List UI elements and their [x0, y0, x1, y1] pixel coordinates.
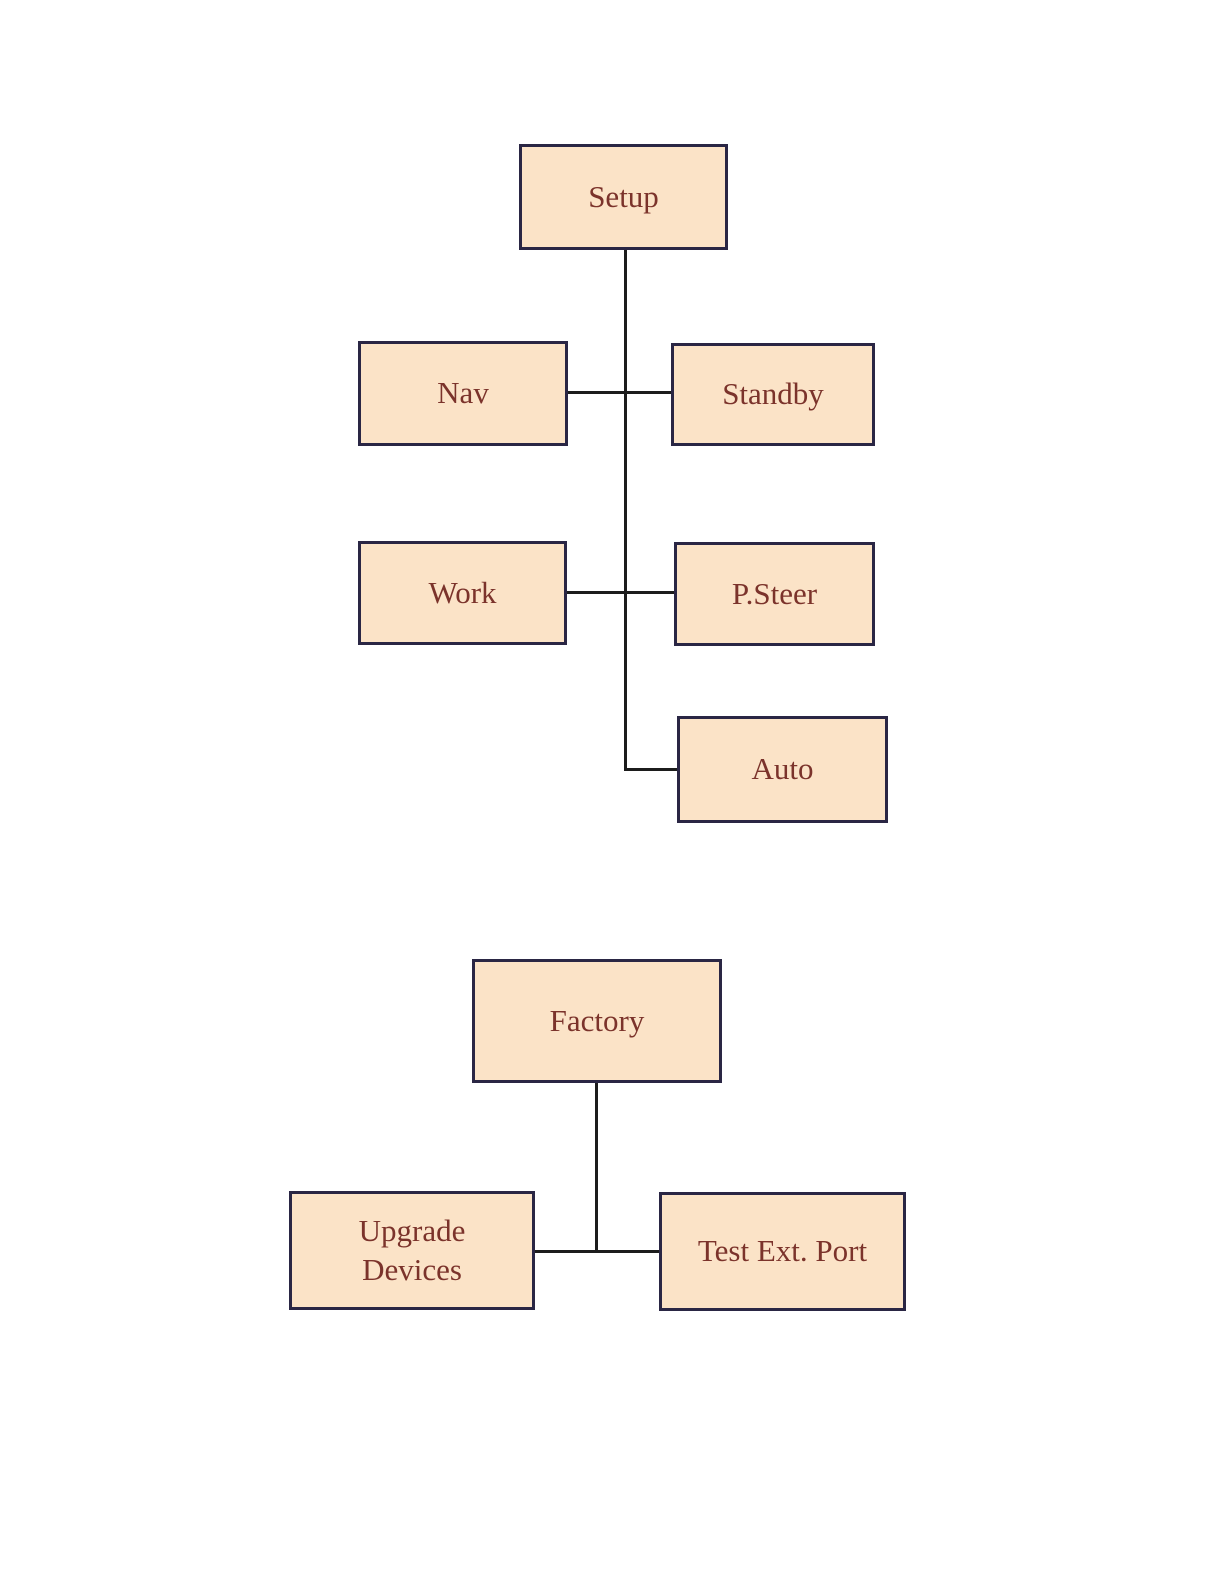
node-setup: Setup [519, 144, 728, 250]
node-test-ext-port-label: Test Ext. Port [697, 1233, 868, 1269]
node-work-label: Work [428, 574, 497, 610]
factory-trunk-line [595, 1082, 598, 1253]
node-work: Work [358, 541, 567, 645]
node-test-ext-port: Test Ext. Port [659, 1192, 906, 1311]
node-upgrade-devices-label: Upgrade Devices [358, 1212, 466, 1287]
setup-trunk-line [624, 249, 627, 771]
node-psteer-label: P.Steer [731, 575, 818, 611]
node-auto-label: Auto [751, 751, 814, 787]
node-upgrade-devices: Upgrade Devices [289, 1191, 535, 1310]
node-nav-label: Nav [437, 375, 489, 411]
node-standby: Standby [671, 343, 875, 446]
node-factory-label: Factory [549, 1002, 645, 1038]
node-factory: Factory [472, 959, 722, 1083]
auto-connector-line [624, 768, 677, 771]
node-auto: Auto [677, 716, 888, 823]
work-psteer-connector-line [566, 591, 674, 594]
node-standby-label: Standby [722, 376, 824, 412]
nav-standby-connector-line [567, 391, 674, 394]
node-setup-label: Setup [588, 178, 659, 214]
node-psteer: P.Steer [674, 542, 875, 646]
upgrade-testext-connector-line [534, 1250, 660, 1253]
node-nav: Nav [358, 341, 568, 446]
